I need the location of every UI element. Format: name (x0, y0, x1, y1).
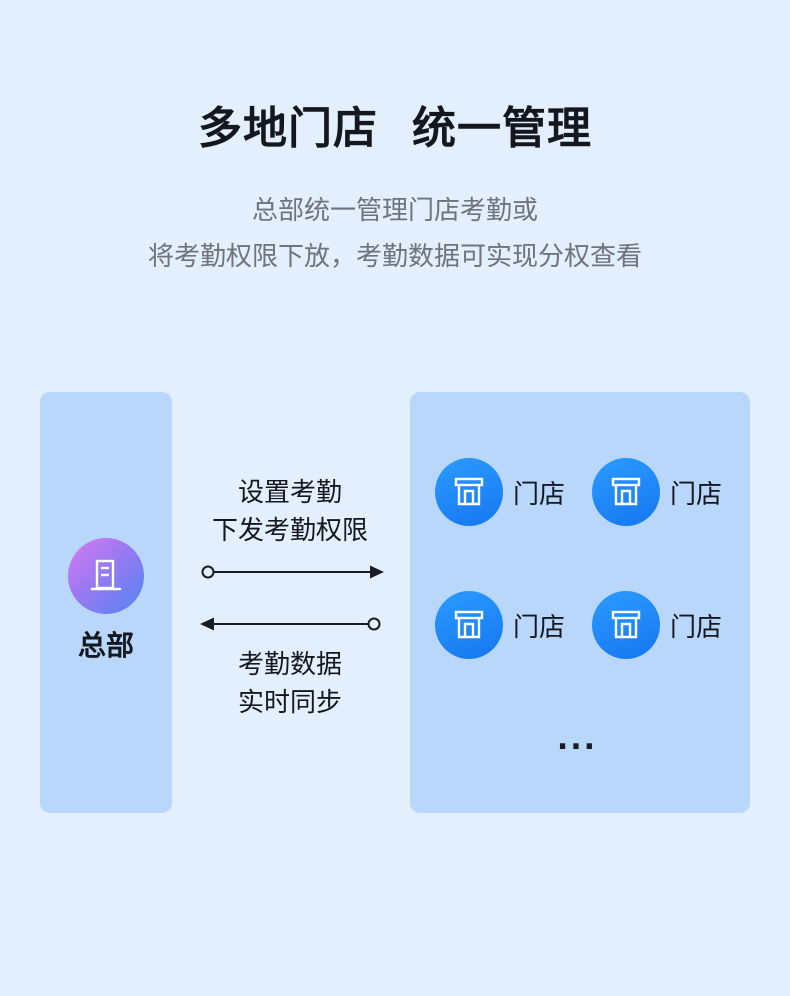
store-icon (592, 458, 660, 526)
building-icon (68, 538, 144, 614)
subtitle-line-2: 将考勤权限下放，考勤数据可实现分权查看 (147, 242, 642, 272)
store-icon (435, 591, 503, 659)
store-label: 门店 (513, 479, 566, 510)
flow-up-line-1: 考勤数据 (237, 650, 342, 680)
arrow-left-icon (200, 617, 381, 631)
store-item: 门店 (435, 591, 565, 659)
store-item: 门店 (592, 591, 722, 659)
store-icon (435, 458, 503, 526)
store-item: 门店 (435, 458, 565, 526)
flow-up-line-2: 实时同步 (237, 688, 342, 718)
flow-down-line-1: 设置考勤 (237, 478, 342, 508)
store-label: 门店 (670, 612, 723, 643)
page-title: 多地门店统一管理 (0, 92, 790, 156)
headquarters-label: 总部 (77, 629, 134, 662)
more-stores-ellipsis: ... (556, 722, 598, 757)
flow-down-line-2: 下发考勤权限 (211, 516, 368, 546)
store-icon (592, 591, 660, 659)
store-item: 门店 (592, 458, 722, 526)
flow-up-text: 考勤数据 实时同步 (190, 646, 390, 722)
arrow-right-icon (201, 565, 384, 579)
subtitle-line-1: 总部统一管理门店考勤或 (251, 196, 538, 226)
title-right: 统一管理 (412, 103, 592, 154)
store-label: 门店 (513, 612, 566, 643)
title-left: 多地门店 (198, 103, 378, 154)
store-label: 门店 (670, 479, 723, 510)
flow-down-text: 设置考勤 下发考勤权限 (190, 474, 390, 550)
page-subtitle: 总部统一管理门店考勤或 将考勤权限下放，考勤数据可实现分权查看 (0, 188, 790, 280)
